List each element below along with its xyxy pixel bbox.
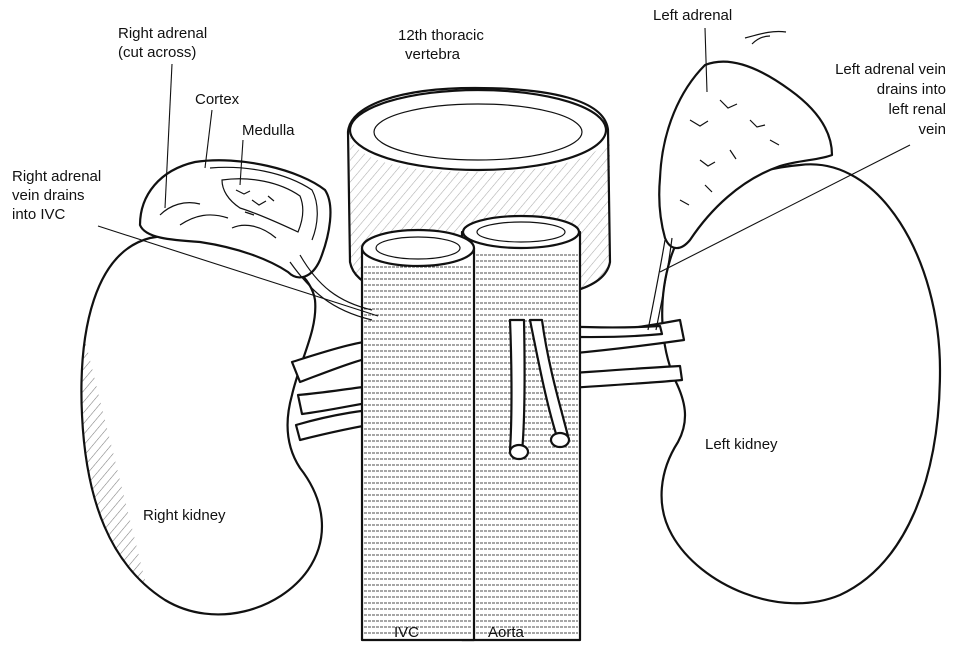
label-left-adrenal-vein-1: Left adrenal vein (835, 61, 946, 78)
label-right-adrenal-2: (cut across) (118, 44, 196, 61)
label-aorta: Aorta (488, 624, 525, 641)
label-thoracic-1: 12th thoracic (398, 27, 484, 44)
ivc (362, 230, 474, 640)
right-kidney (60, 235, 330, 614)
label-thoracic-2: vertebra (405, 46, 461, 63)
label-right-adrenal-vein-2: vein drains (12, 187, 85, 204)
label-left-adrenal: Left adrenal (653, 7, 732, 24)
label-left-adrenal-vein-4: vein (918, 121, 946, 138)
label-medulla: Medulla (242, 122, 295, 139)
label-right-adrenal-vein-3: into IVC (12, 206, 66, 223)
label-left-kidney: Left kidney (705, 436, 778, 453)
label-right-adrenal-vein-1: Right adrenal (12, 168, 101, 185)
label-left-adrenal-vein-2: drains into (877, 81, 946, 98)
label-right-kidney: Right kidney (143, 507, 226, 524)
label-right-adrenal-1: Right adrenal (118, 25, 207, 42)
label-ivc: IVC (394, 624, 419, 641)
label-cortex: Cortex (195, 91, 240, 108)
label-left-adrenal-vein-3: left renal (888, 101, 946, 118)
aorta (462, 216, 580, 640)
